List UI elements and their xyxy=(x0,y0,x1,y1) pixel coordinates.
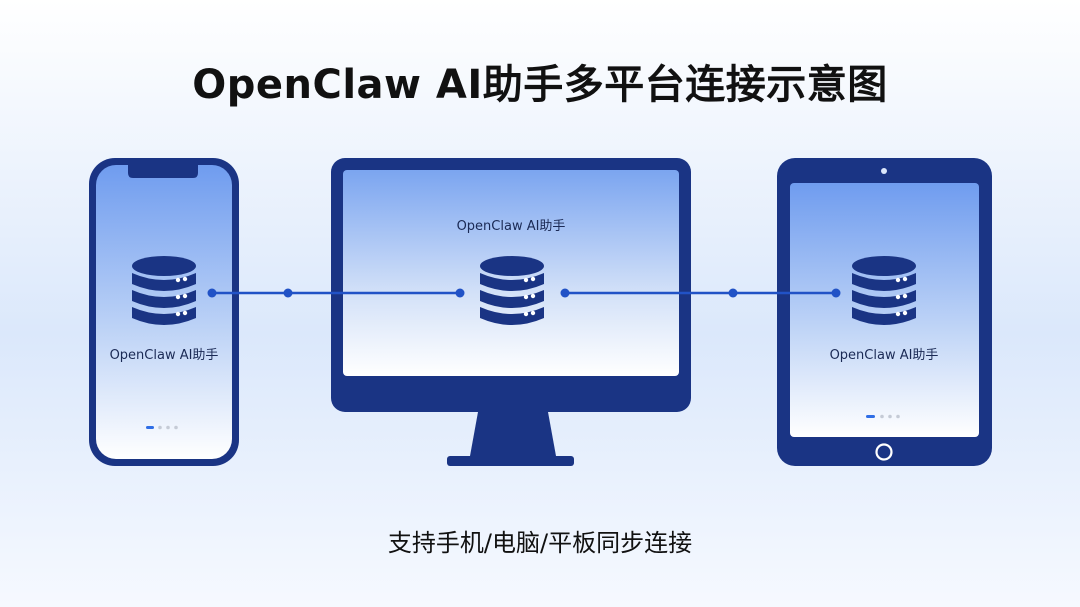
phone-label: OpenClaw AI助手 xyxy=(109,348,219,363)
phone-device xyxy=(89,158,239,466)
monitor-device xyxy=(331,158,691,466)
caption: 支持手机/电脑/平板同步连接 xyxy=(387,529,693,557)
connector-node xyxy=(728,288,738,298)
page-indicator-dot xyxy=(174,425,178,430)
connector-phone-monitor xyxy=(207,288,465,298)
page-title: OpenClaw AI助手多平台连接示意图 xyxy=(192,62,888,108)
page-indicator-dot xyxy=(166,425,170,430)
connector-node xyxy=(207,288,217,298)
tablet-device xyxy=(777,158,992,466)
phone-notch xyxy=(128,165,198,178)
camera-icon xyxy=(881,168,887,174)
home-button-icon xyxy=(875,443,893,461)
monitor-base xyxy=(447,456,574,466)
page-indicator-dot xyxy=(888,414,892,419)
connector-node xyxy=(283,288,293,298)
connector-node xyxy=(560,288,570,298)
page-indicator-dot xyxy=(880,414,884,419)
connector-node xyxy=(831,288,841,298)
connector-monitor-tablet xyxy=(560,288,841,298)
page-indicator-dot xyxy=(896,414,900,419)
connector-node xyxy=(455,288,465,298)
page-indicator-active xyxy=(866,415,875,418)
tablet-label: OpenClaw AI助手 xyxy=(829,348,939,363)
monitor-label: OpenClaw AI助手 xyxy=(456,219,566,234)
page-indicator-dot xyxy=(158,425,162,430)
monitor-stand xyxy=(470,412,556,456)
page-indicator-active xyxy=(146,426,154,429)
